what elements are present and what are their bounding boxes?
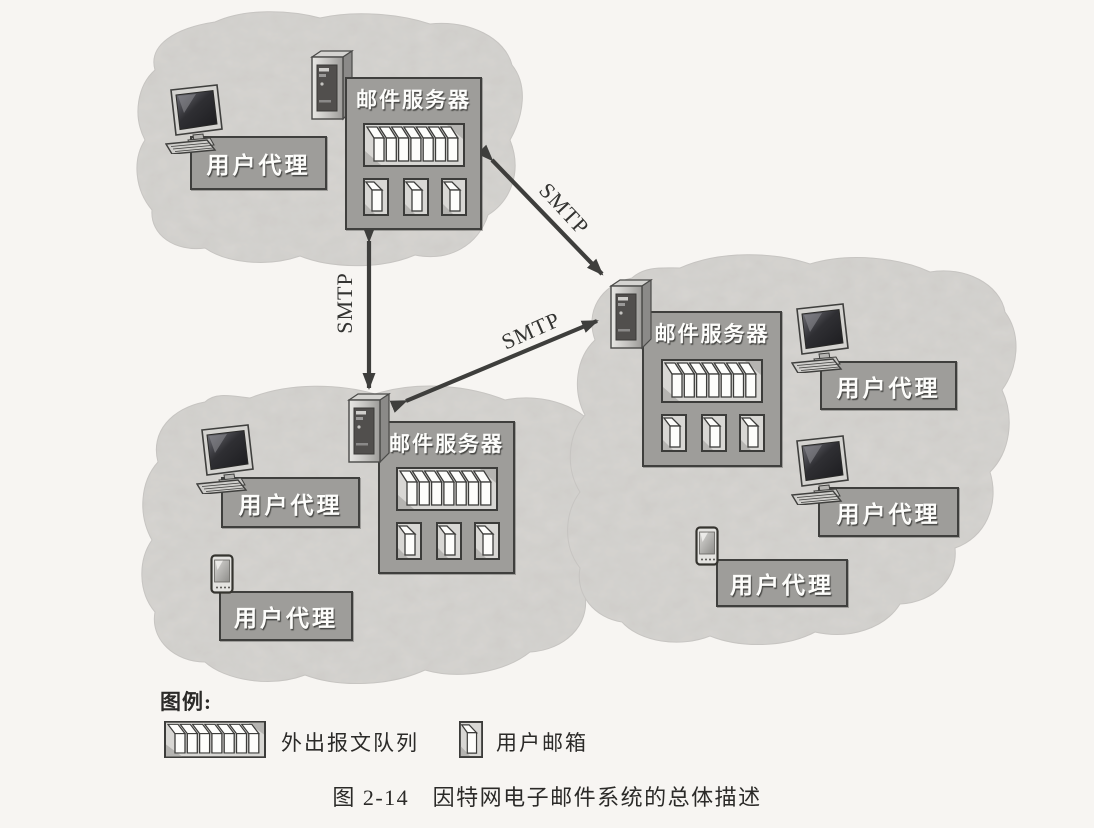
user-agent-box-2b: 用户代理 <box>219 591 353 641</box>
outgoing-queue-icon <box>661 359 763 403</box>
desktop-computer-icon <box>196 424 260 494</box>
legend-label-outgoing-queue: 外出报文队列 <box>281 731 419 755</box>
smtp-arrow-bottom-diagonal <box>389 319 599 413</box>
desktop-computer-icon <box>791 435 855 505</box>
outgoing-queue-icon <box>164 721 266 758</box>
outgoing-queue-icon <box>396 467 498 511</box>
user-mailbox-icon <box>701 414 727 452</box>
user-mailbox-icon <box>459 721 483 758</box>
mail-server-box-2: 邮件服务器 <box>378 421 515 574</box>
server-tower-icon <box>608 278 654 352</box>
user-mailbox-icon <box>403 178 429 216</box>
mail-server-box-3: 邮件服务器 <box>642 311 782 467</box>
user-agent-label: 用户代理 <box>730 572 834 598</box>
user-agent-label: 用户代理 <box>238 491 343 518</box>
user-agent-box-3b: 用户代理 <box>818 487 959 537</box>
outgoing-queue-icon <box>363 123 465 167</box>
user-mailbox-icon <box>396 522 422 560</box>
desktop-computer-icon <box>791 303 855 373</box>
user-agent-label: 用户代理 <box>836 374 941 401</box>
desktop-computer-icon <box>165 84 229 154</box>
figure-caption: 图 2-14 因特网电子邮件系统的总体描述 <box>332 785 762 810</box>
user-agent-box-3a: 用户代理 <box>820 361 957 410</box>
user-agent-label: 用户代理 <box>836 501 941 527</box>
mail-server-box-1: 邮件服务器 <box>345 77 482 230</box>
mail-server-label: 邮件服务器 <box>356 89 471 112</box>
smartphone-icon <box>695 526 719 566</box>
smtp-arrow-top-diagonal <box>476 144 604 276</box>
user-agent-label: 用户代理 <box>234 605 338 631</box>
mail-server-label: 邮件服务器 <box>389 433 504 456</box>
user-mailbox-icon <box>739 414 765 452</box>
user-mailbox-icon <box>363 178 389 216</box>
user-mailbox-icon <box>436 522 462 560</box>
smtp-label-vertical: SMTP <box>332 272 357 334</box>
user-agent-box-3c: 用户代理 <box>716 559 848 607</box>
server-tower-icon <box>346 393 392 465</box>
user-agent-box-2a: 用户代理 <box>221 477 360 528</box>
user-mailbox-icon <box>441 178 467 216</box>
smartphone-icon <box>210 554 234 594</box>
user-agent-label: 用户代理 <box>206 152 311 178</box>
legend-label-user-mailbox: 用户邮箱 <box>496 731 588 755</box>
mail-server-label: 邮件服务器 <box>654 323 770 346</box>
legend-title: 图例: <box>160 690 212 714</box>
user-mailbox-icon <box>474 522 500 560</box>
user-mailbox-icon <box>661 414 687 452</box>
